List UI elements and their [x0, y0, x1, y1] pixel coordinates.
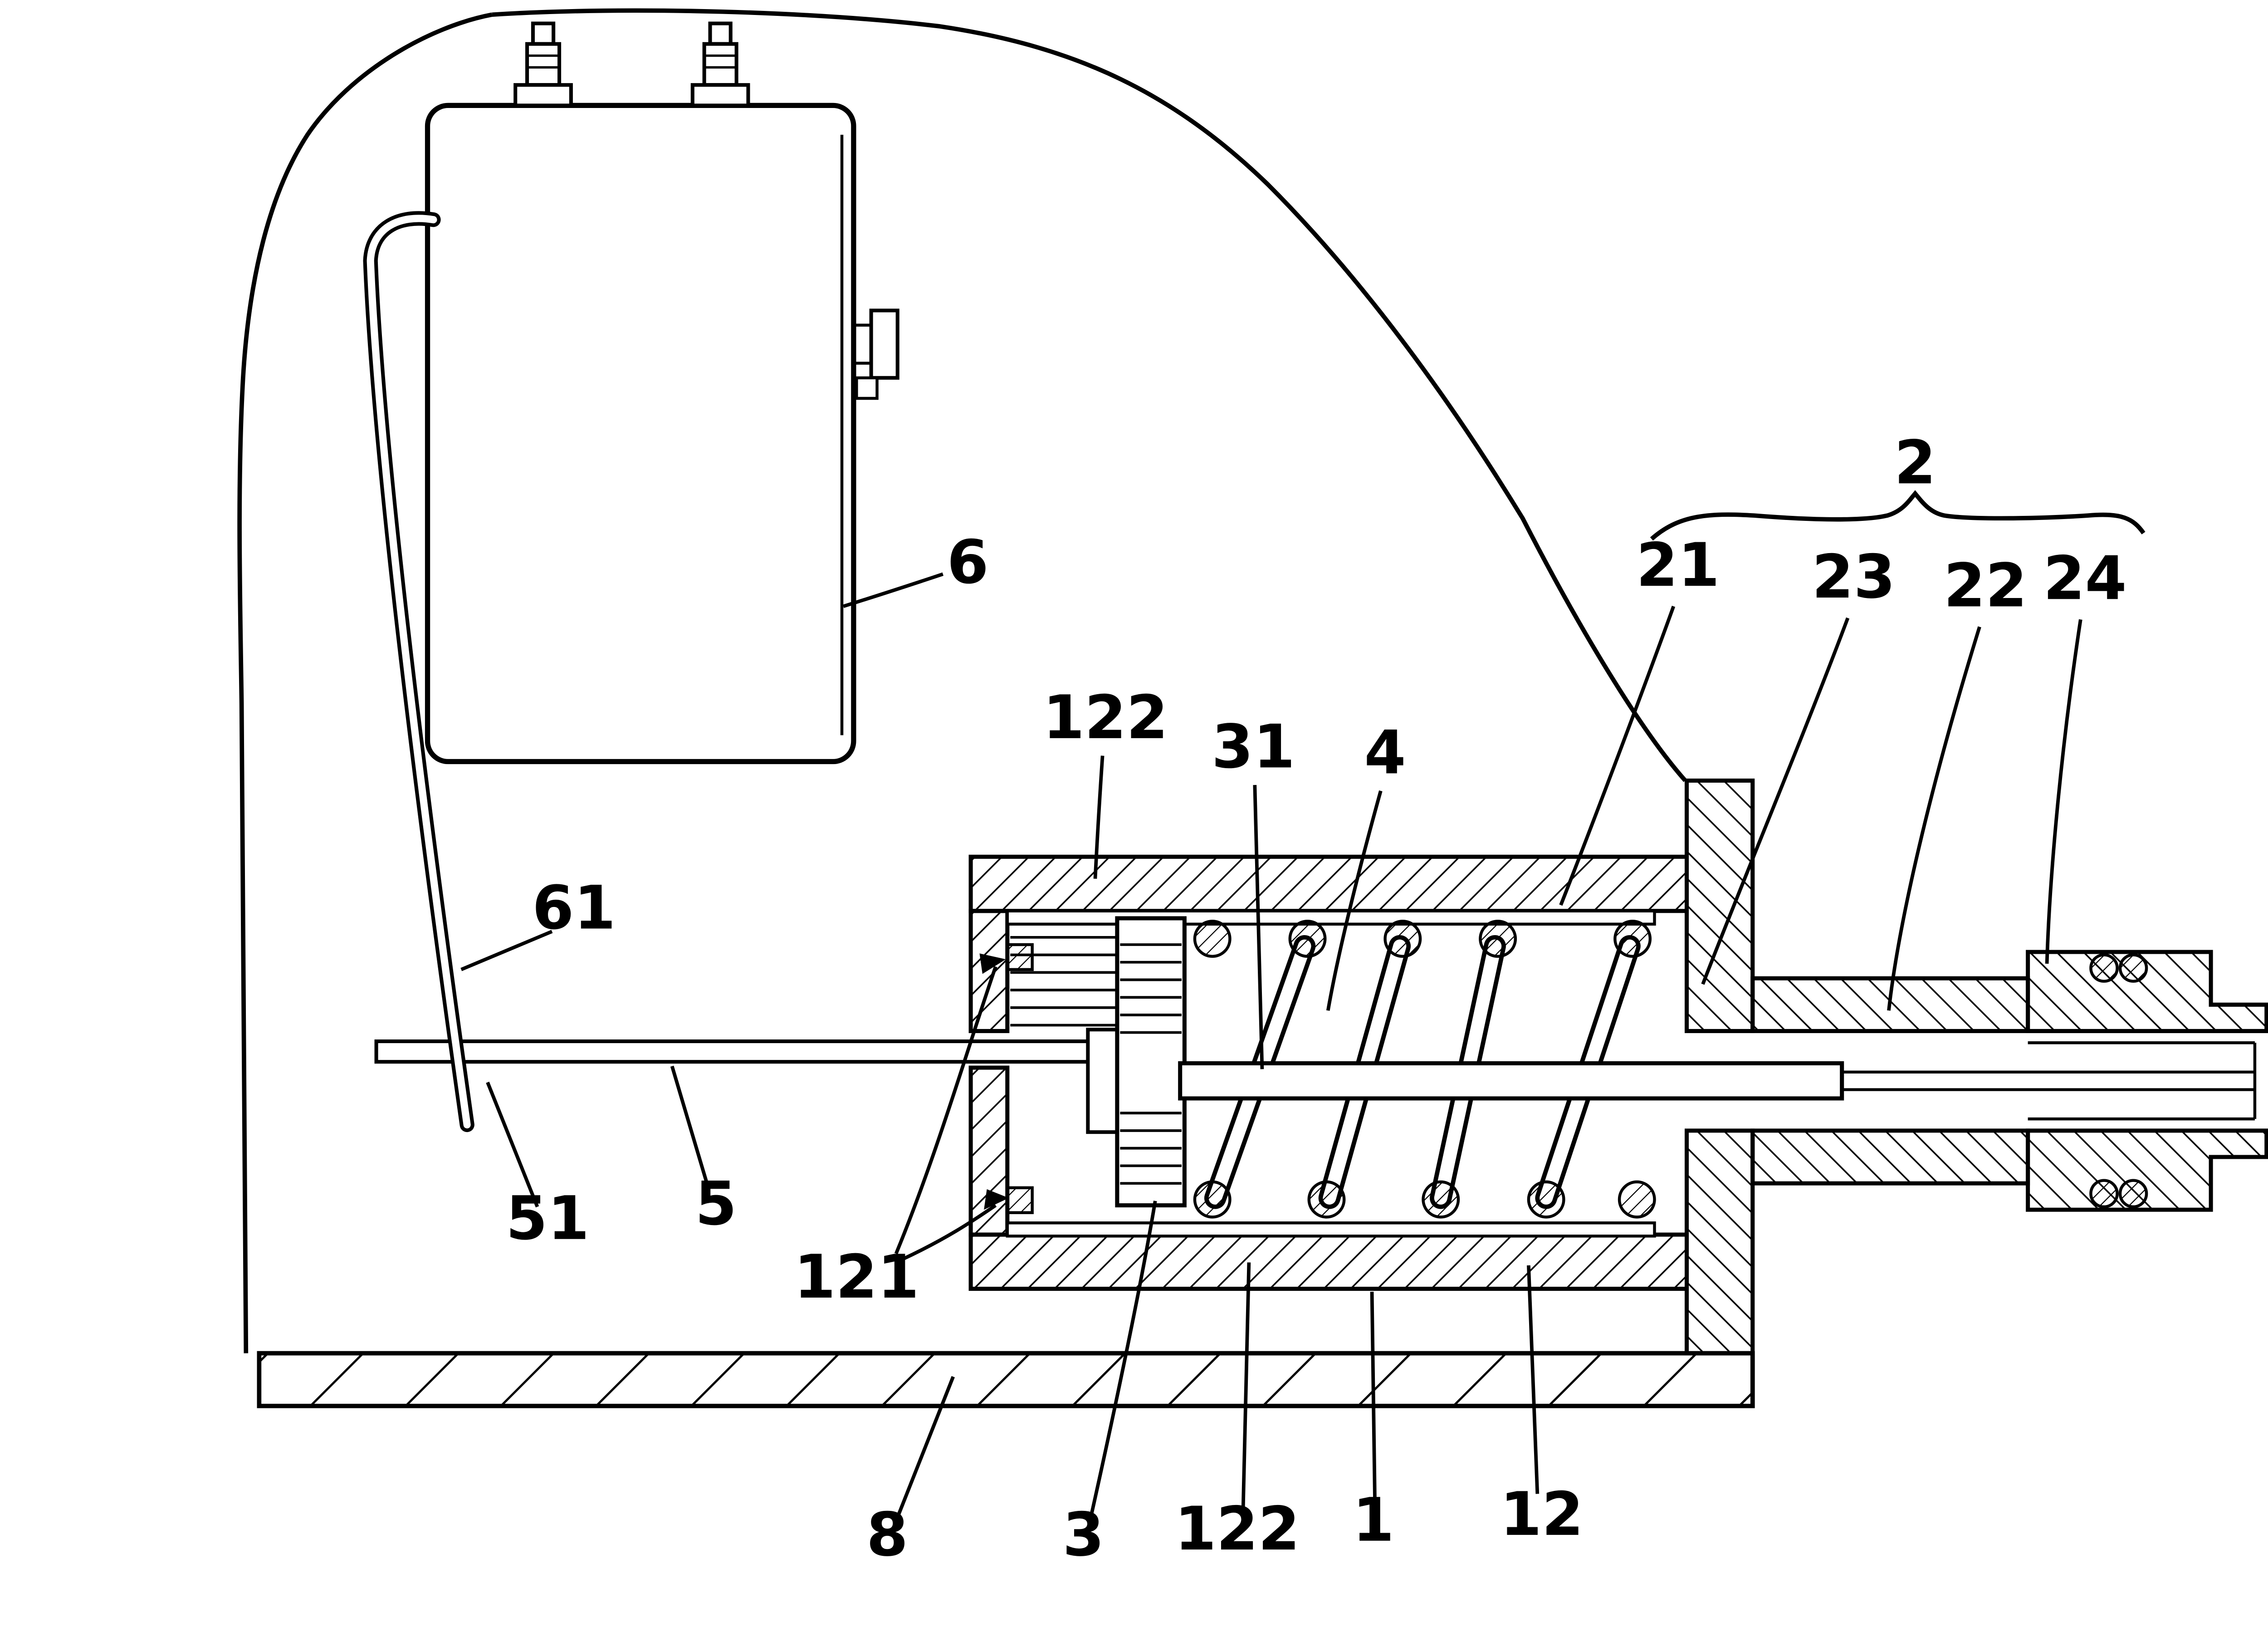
leader-lines: [460, 572, 2082, 1518]
push-rod: [374, 1028, 1121, 1134]
enclosure-outline-right: [492, 8, 1687, 782]
leader-ref-6: [843, 572, 943, 608]
patent-figure-page: 2 21 23 22 24 6 122 31 4 61 51 5 121 8 3…: [237, 8, 2268, 1561]
rod-bracket: [1086, 1028, 1121, 1134]
mounting-flange-bottom: [1685, 1128, 1755, 1356]
terminal-flange: [690, 83, 750, 108]
ball-details: [2089, 953, 2148, 1209]
spring-wire-sections: [1193, 920, 1656, 1219]
base-plate: [257, 1351, 1755, 1408]
piston-stack-lines: [1120, 943, 1182, 1185]
leader-ref-121-b: [901, 1204, 997, 1261]
terminal-stem: [525, 42, 562, 87]
enclosure-outline-left: [237, 12, 493, 1353]
mounting-flange-top: [1685, 778, 1755, 1033]
leader-ref-5: [670, 1065, 711, 1190]
push-rod-bar: [374, 1039, 1100, 1064]
ref-label-8: 8: [866, 1500, 908, 1561]
ref-label-51: 51: [506, 1184, 589, 1254]
terminal-tip: [708, 21, 733, 46]
leader-ref-22: [1887, 626, 1981, 1011]
leader-ref-121-a: [894, 966, 997, 1255]
outlet-tube-bottom-wall: [1750, 1128, 2030, 1186]
cylinder-liner-top: [1006, 909, 1656, 926]
seal-top: [1006, 943, 1034, 971]
ref-label-22: 22: [1944, 551, 2027, 621]
cylinder-liner-bottom: [1006, 1221, 1656, 1238]
ref-label-121: 121: [794, 1242, 919, 1312]
ref-label-1: 1: [1353, 1485, 1394, 1555]
leader-ref-122-bottom: [1241, 1262, 1251, 1512]
box-terminal-right: [690, 21, 750, 108]
leader-ref-122-top: [1093, 755, 1105, 879]
ref-label-24: 24: [2043, 544, 2126, 613]
ref-label-23: 23: [1812, 542, 1895, 612]
coupling-nut-top: [2026, 950, 2268, 1033]
leader-ref-24: [2045, 619, 2082, 964]
brace-group-2: [1650, 490, 2146, 541]
box-terminal-left: [513, 21, 573, 108]
enclosure-outline: [237, 8, 1687, 1353]
cylinder-bottom-wall: [968, 1232, 1689, 1291]
latch-stop: [855, 376, 879, 400]
ref-label-3: 3: [1063, 1500, 1105, 1561]
ref-label-122-bottom: 122: [1174, 1494, 1300, 1561]
coupling-nut-bottom: [2026, 1128, 2268, 1212]
patent-figure: 2 21 23 22 24 6 122 31 4 61 51 5 121 8 3…: [237, 8, 2268, 1561]
ref-label-122-top: 122: [1043, 683, 1168, 753]
ref-label-2: 2: [1894, 428, 1936, 498]
leader-ref-4: [1326, 790, 1383, 1011]
terminal-stem: [702, 42, 738, 87]
ref-label-6: 6: [947, 528, 989, 598]
ref-label-4: 4: [1364, 718, 1406, 788]
cylinder-top-wall: [968, 854, 1689, 913]
leader-ref-8: [896, 1376, 955, 1518]
bore-lines: [1842, 1041, 2257, 1121]
ref-label-61: 61: [532, 873, 616, 943]
guide-block: [1010, 936, 1116, 1027]
leader-ref-1: [1370, 1291, 1377, 1500]
control-box-body: [425, 103, 856, 765]
piston: [1115, 916, 1187, 1208]
control-box: [425, 21, 899, 765]
leader-ref-3: [1089, 1201, 1157, 1518]
trigger-lever-core: [367, 215, 471, 1129]
leader-ref-12: [1527, 1265, 1540, 1494]
leader-arrow-121-b: [984, 1189, 1009, 1210]
ref-label-12: 12: [1500, 1480, 1584, 1549]
terminal-tip: [531, 21, 556, 46]
piston-shaft: [1178, 1061, 1844, 1101]
seal-bottom: [1006, 1186, 1034, 1214]
leader-arrow-121-a: [979, 953, 1006, 974]
cylinder-left-wall-upper: [968, 909, 1010, 1033]
terminal-flange: [513, 83, 573, 108]
latch-body: [869, 309, 899, 380]
trigger-lever: [363, 211, 474, 1132]
reference-labels: 2 21 23 22 24 6 122 31 4 61 51 5 121 8 3…: [506, 428, 2126, 1561]
ref-label-31: 31: [1212, 712, 1295, 782]
leader-ref-61: [460, 930, 553, 971]
box-latch: [853, 309, 899, 400]
leader-ref-51: [486, 1081, 539, 1208]
leader-ref-21: [1559, 606, 1676, 906]
ref-label-5: 5: [695, 1169, 737, 1239]
leader-ref-23: [1701, 617, 1850, 985]
ref-label-21: 21: [1636, 530, 1720, 600]
leader-ref-31: [1253, 785, 1264, 1069]
